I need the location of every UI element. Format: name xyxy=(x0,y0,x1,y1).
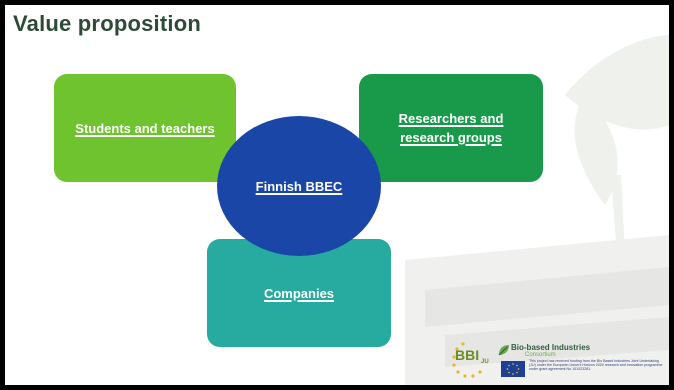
leaf-icon xyxy=(498,345,509,356)
bbi-logo-text: BBI xyxy=(455,347,480,363)
students-teachers-box: Students and teachers xyxy=(54,74,236,182)
consortium-name: Bio-based Industries xyxy=(511,343,591,352)
funding-text: This project has received funding from t… xyxy=(529,359,663,372)
finnish-bbec-circle: Finnish BBEC xyxy=(217,116,381,256)
researchers-label: Researchers and research groups xyxy=(398,111,504,145)
researchers-box: Researchers and research groups xyxy=(359,74,543,182)
bbi-stars-icon xyxy=(452,342,482,378)
bbi-logo-sub: JU xyxy=(481,359,489,365)
slide: Value proposition Students and teachers … xyxy=(5,5,669,385)
slide-title: Value proposition xyxy=(13,11,201,36)
finnish-bbec-label: Finnish BBEC xyxy=(255,178,343,194)
companies-label: Companies xyxy=(263,285,335,301)
companies-box: Companies xyxy=(207,239,391,347)
footer-logos: BBI JU Bio-based Industries Consortium T… xyxy=(445,337,667,383)
background-plant-book-illustration xyxy=(405,35,669,385)
students-teachers-label: Students and teachers xyxy=(75,120,215,136)
consortium-sub: Consortium xyxy=(525,352,556,358)
eu-flag-icon xyxy=(501,361,525,377)
